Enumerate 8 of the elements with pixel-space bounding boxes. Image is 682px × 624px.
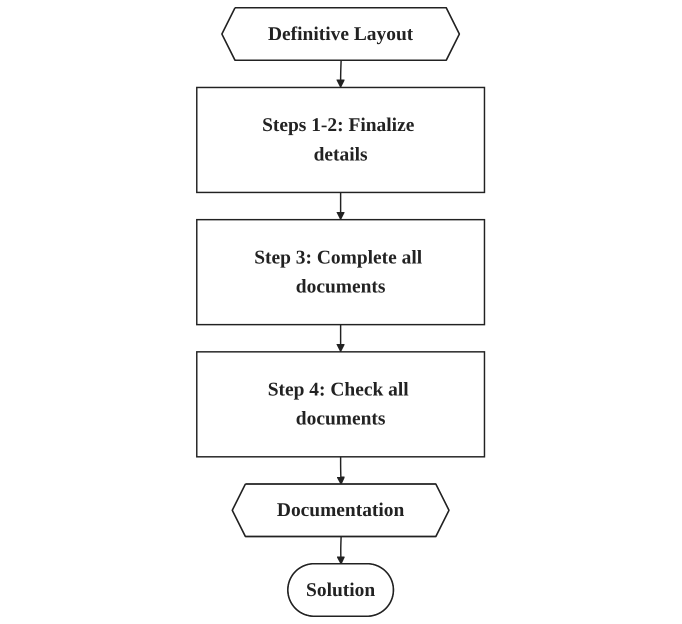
- arrow: [336, 536, 346, 565]
- node-box: Step 4: Check all documents: [196, 351, 486, 458]
- arrow: [336, 192, 346, 220]
- node-box: Step 3: Complete all documents: [196, 218, 486, 326]
- arrow: [336, 324, 346, 352]
- node-box: Steps 1-2: Finalize details: [196, 86, 486, 194]
- arrow: [336, 456, 346, 485]
- arrow: [336, 60, 346, 88]
